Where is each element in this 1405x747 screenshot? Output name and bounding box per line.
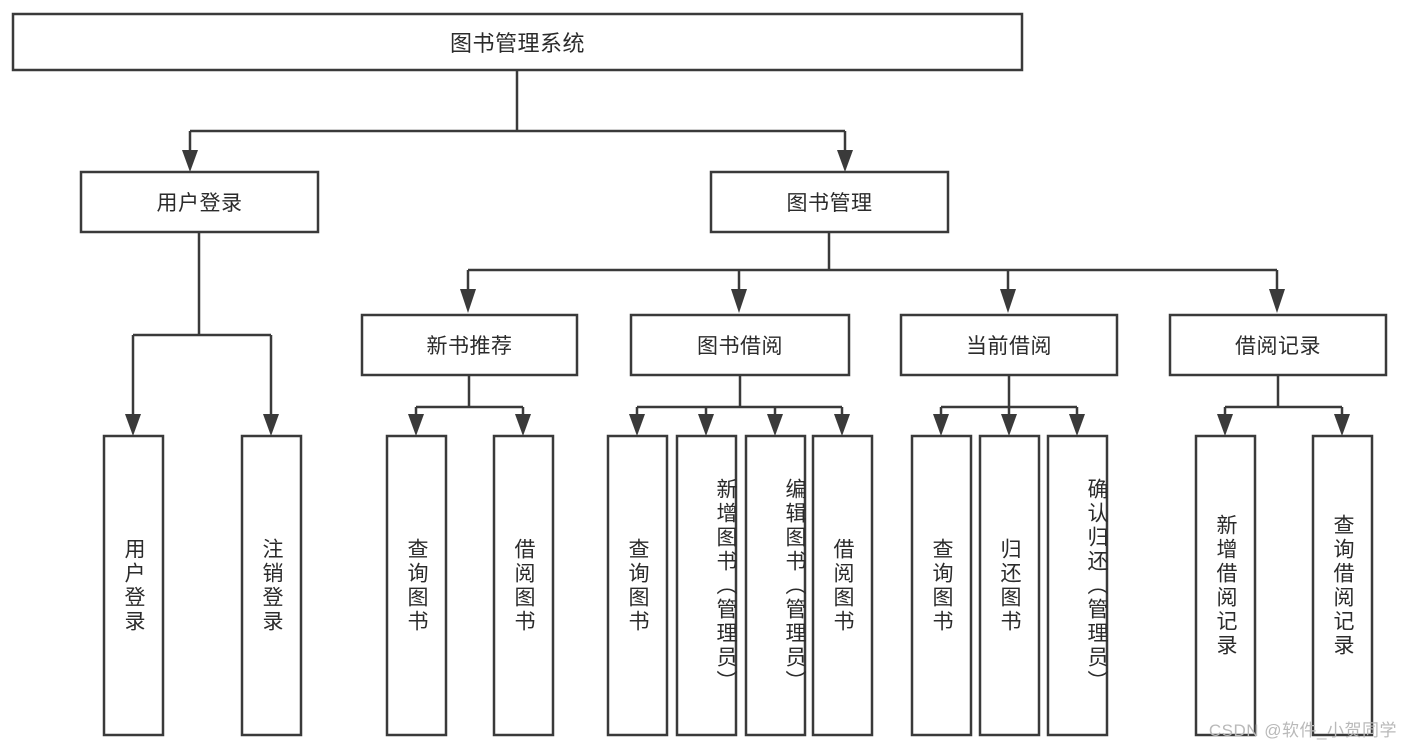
node-box-borrow-record[interactable]	[1168, 313, 1388, 377]
node-box-leaf-borrow-book-2[interactable]	[811, 434, 874, 737]
connector-newbook-to-leaves	[408, 375, 531, 436]
node-box-leaf-edit-book[interactable]	[744, 434, 807, 737]
connector-bookmanage-to-level3	[460, 232, 1285, 313]
connector-borrowrecord-to-leaves	[1217, 375, 1350, 436]
node-box-leaf-logout[interactable]	[240, 434, 303, 737]
node-box-leaf-query-book-3[interactable]	[910, 434, 973, 737]
node-box-book-manage[interactable]	[709, 170, 950, 234]
connector-bookborrow-to-leaves	[629, 375, 850, 436]
connector-root-to-level2	[182, 70, 853, 172]
node-box-leaf-add-record[interactable]	[1194, 434, 1257, 737]
node-box-leaf-query-book-1[interactable]	[385, 434, 448, 737]
node-box-leaf-query-book-2[interactable]	[606, 434, 669, 737]
node-box-leaf-return-book[interactable]	[978, 434, 1041, 737]
node-box-current-borrow[interactable]	[899, 313, 1119, 377]
connector-currentborrow-to-leaves	[933, 375, 1085, 436]
node-box-leaf-confirm-return[interactable]	[1046, 434, 1109, 737]
node-box-leaf-user-login[interactable]	[102, 434, 165, 737]
node-box-leaf-borrow-book-1[interactable]	[492, 434, 555, 737]
connector-userlogin-to-leaves	[125, 232, 279, 436]
watermark-text: CSDN @软件_小贺同学	[1208, 721, 1397, 740]
node-box-leaf-query-record[interactable]	[1311, 434, 1374, 737]
node-box-book-borrow[interactable]	[629, 313, 851, 377]
node-box-root[interactable]	[11, 12, 1024, 72]
node-box-leaf-add-book[interactable]	[675, 434, 738, 737]
node-box-new-book-recommend[interactable]	[360, 313, 579, 377]
node-box-user-login[interactable]	[79, 170, 320, 234]
